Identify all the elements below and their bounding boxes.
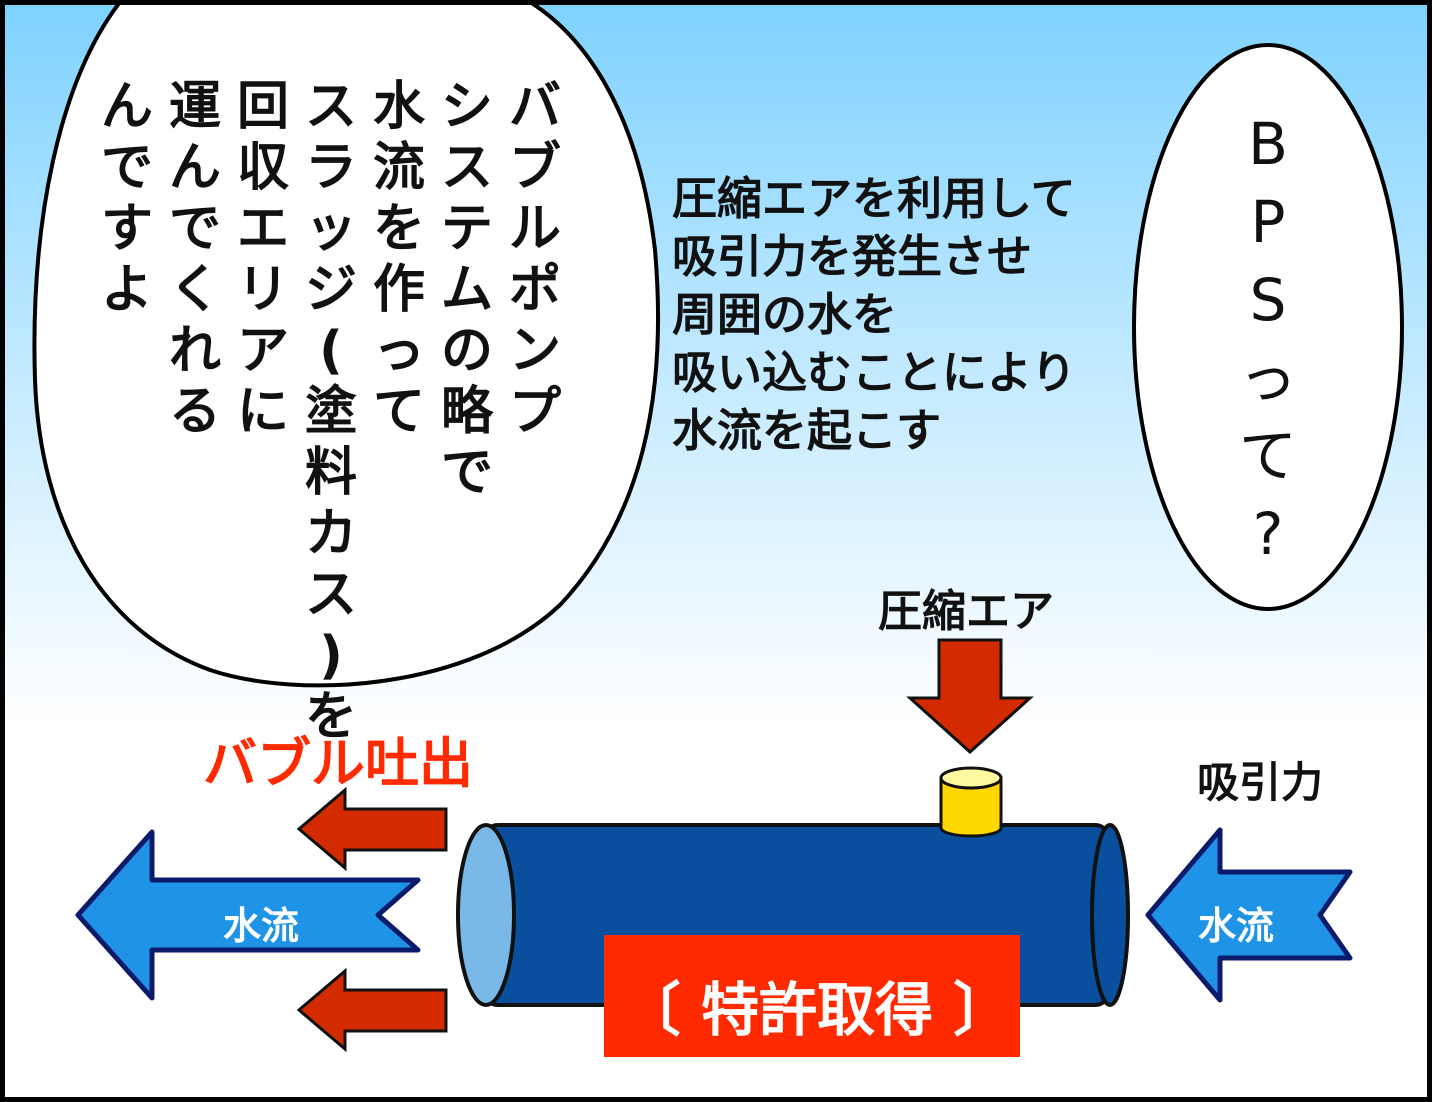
narration-line: 水流を起こす <box>672 404 942 457</box>
narration-line: 吸い込むことにより <box>672 346 1077 399</box>
suction-label: 吸引力 <box>1197 758 1324 807</box>
flow-left-label: 水流 <box>223 904 300 948</box>
narration-line: 周囲の水を <box>672 288 898 341</box>
manga-panel: バブルポンプ システムの略で 水流を作って スラッジ(塗料カス)を 回収エリアに… <box>5 5 1427 1097</box>
narration-line: 圧縮エアを利用して <box>672 172 1076 225</box>
patent-box <box>604 935 1020 1057</box>
illustration <box>32 5 1404 1057</box>
bubble-arrow-top <box>296 786 448 872</box>
right-speech-bubble <box>1132 43 1404 611</box>
left-bubble-line: 水流を作って <box>372 77 425 442</box>
left-bubble-line: んですよ <box>100 77 153 320</box>
patent-label: 〔 特許取得 〕 <box>622 976 1012 1044</box>
bubble-arrow-bottom <box>296 967 448 1053</box>
air-arrow <box>906 638 1034 755</box>
left-bubble-line: 運んでくれる <box>168 77 221 442</box>
air-label: 圧縮エア <box>878 586 1054 637</box>
left-bubble-line: スラッジ(塗料カス)を <box>304 77 357 747</box>
left-bubble-line: バブルポンプ <box>508 77 561 442</box>
flow-arrow-right <box>1145 827 1353 1003</box>
air-nozzle-top <box>939 766 1003 790</box>
pipe-right-end <box>1090 823 1130 1007</box>
left-bubble-line: システムの略で <box>440 77 493 503</box>
bubble-discharge-label: バブル吐出 <box>203 732 473 795</box>
flow-right-label: 水流 <box>1198 904 1275 948</box>
right-bubble-text: BPSって? <box>1238 110 1297 568</box>
flow-arrow-left <box>75 829 421 1001</box>
pipe-left-opening <box>456 823 516 1007</box>
left-speech-bubble <box>32 5 661 688</box>
left-bubble-line: 回収エリアに <box>236 77 289 442</box>
narration-line: 吸引力を発生させ <box>672 230 1033 283</box>
air-nozzle <box>939 776 1003 838</box>
